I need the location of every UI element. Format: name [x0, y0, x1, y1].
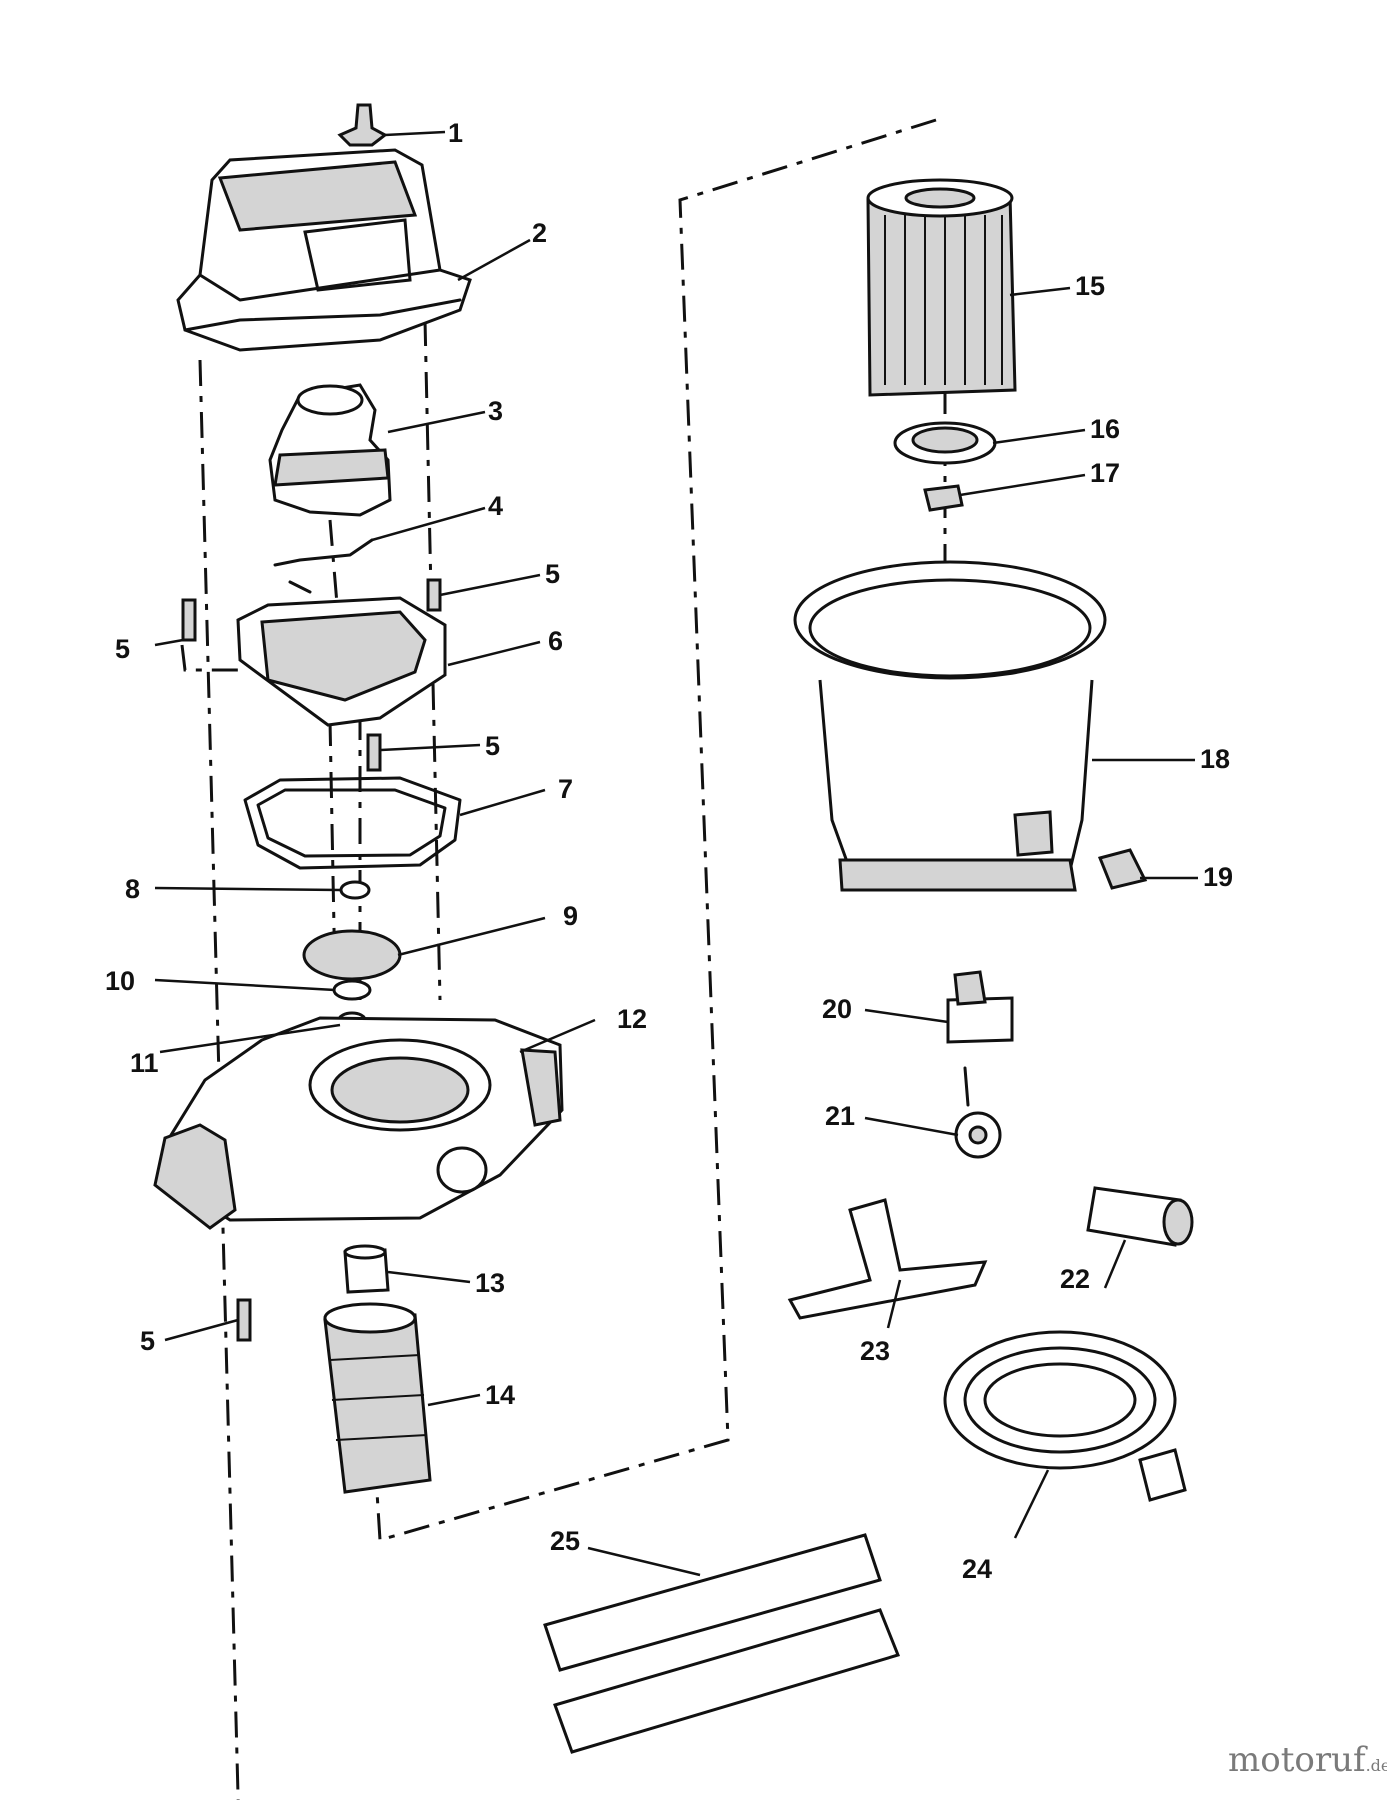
part-14-filter	[323, 1302, 432, 1494]
callout-21: 21	[825, 1101, 855, 1131]
part-7-gasket	[243, 776, 462, 870]
part-24-hose	[943, 1330, 1187, 1502]
callout-14: 14	[485, 1380, 515, 1410]
part-3-motor	[268, 383, 392, 517]
part-25-wands	[543, 1533, 901, 1754]
callout-5-a: 5	[545, 559, 560, 589]
callout-10: 10	[105, 966, 135, 996]
callout-22: 22	[1060, 1264, 1090, 1294]
watermark-suffix: .de	[1365, 1756, 1387, 1775]
callout-15: 15	[1075, 271, 1105, 301]
callout-labels: 1 2 3 4 5 5 6 5 7 8 9 10 11 12 13 5 14 1…	[105, 118, 1233, 1584]
part-19-drain-cap	[1097, 848, 1148, 890]
part-17-nut	[923, 484, 964, 512]
callout-11: 11	[130, 1048, 159, 1078]
callout-16: 16	[1090, 414, 1120, 444]
leader-lines	[154, 130, 1198, 1577]
callout-20: 20	[822, 994, 852, 1024]
part-1-knob	[337, 103, 388, 147]
part-2-cover	[176, 148, 472, 352]
callout-17: 17	[1090, 458, 1120, 488]
watermark-logo: motoruf.de	[1228, 1740, 1387, 1780]
callout-18: 18	[1200, 744, 1230, 774]
callout-13: 13	[475, 1268, 505, 1298]
callout-23: 23	[860, 1336, 890, 1366]
part-13-sleeve	[343, 1244, 390, 1294]
callout-4: 4	[488, 491, 503, 521]
part-21-caster	[954, 1066, 1002, 1159]
callout-1: 1	[448, 118, 463, 148]
callout-5-c: 5	[485, 731, 500, 761]
part-18-drum	[793, 560, 1107, 892]
callout-24: 24	[962, 1554, 992, 1584]
part-12-lid	[153, 1016, 564, 1230]
callout-8: 8	[125, 874, 140, 904]
part-4-lead	[273, 538, 374, 594]
assembly-guides	[180, 118, 947, 1805]
part-8-11-float-assembly	[302, 880, 402, 1029]
part-15-cartridge	[866, 178, 1017, 397]
part-20-adapter	[946, 970, 1014, 1044]
callout-12: 12	[617, 1004, 647, 1034]
part-23-nozzle	[787, 1198, 988, 1320]
callout-2: 2	[532, 218, 547, 248]
callout-9: 9	[563, 901, 578, 931]
callout-3: 3	[488, 396, 503, 426]
callout-7: 7	[558, 774, 573, 804]
part-6-cage	[236, 596, 447, 727]
part-16-retainer	[893, 421, 997, 465]
callout-19: 19	[1203, 862, 1233, 892]
callout-6: 6	[548, 626, 563, 656]
watermark-name: motoruf	[1228, 1740, 1366, 1780]
callout-5-d: 5	[140, 1326, 155, 1356]
part-5-screws	[181, 578, 442, 1342]
callout-5-b: 5	[115, 634, 130, 664]
part-22-coupling	[1086, 1186, 1194, 1247]
callout-25: 25	[550, 1526, 580, 1556]
